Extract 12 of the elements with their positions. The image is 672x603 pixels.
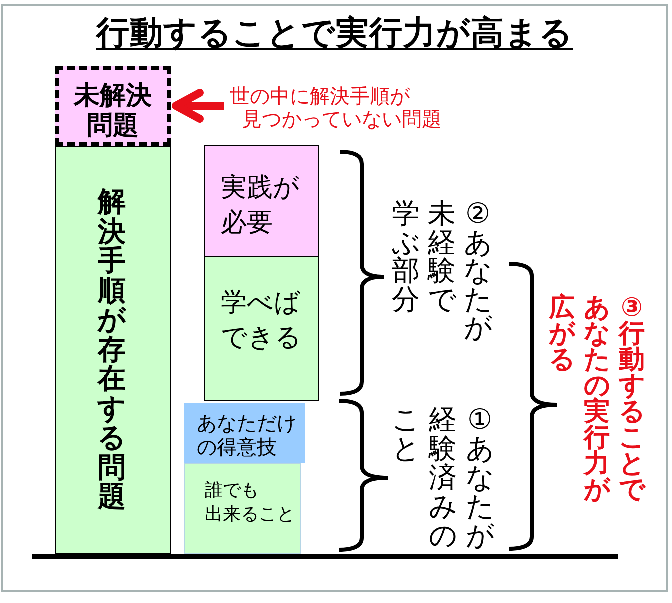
vertical-label: ③行動することであなたの実行力が広がる [549,295,645,503]
stacked-block: 誰でも出来ること [184,463,301,554]
callout-text: 世の中に解決手順が見つかっていない問題 [230,85,457,133]
vertical-label: ①あなたが経験済みのこと [392,405,494,550]
stacked-block: 学べばできる [204,256,319,401]
column-block: 解決手順が存在する問題 [55,146,171,554]
title: 行動することで実行力が高まる [96,13,574,53]
stacked-block: 実践が必要 [204,145,319,257]
arrow [172,89,224,123]
dashed-block: 未解決問題 [55,66,171,146]
stacked-block: あなただけの得意技 [184,403,305,463]
vertical-label: ②あなたが未経験で学ぶ部分 [392,200,492,342]
